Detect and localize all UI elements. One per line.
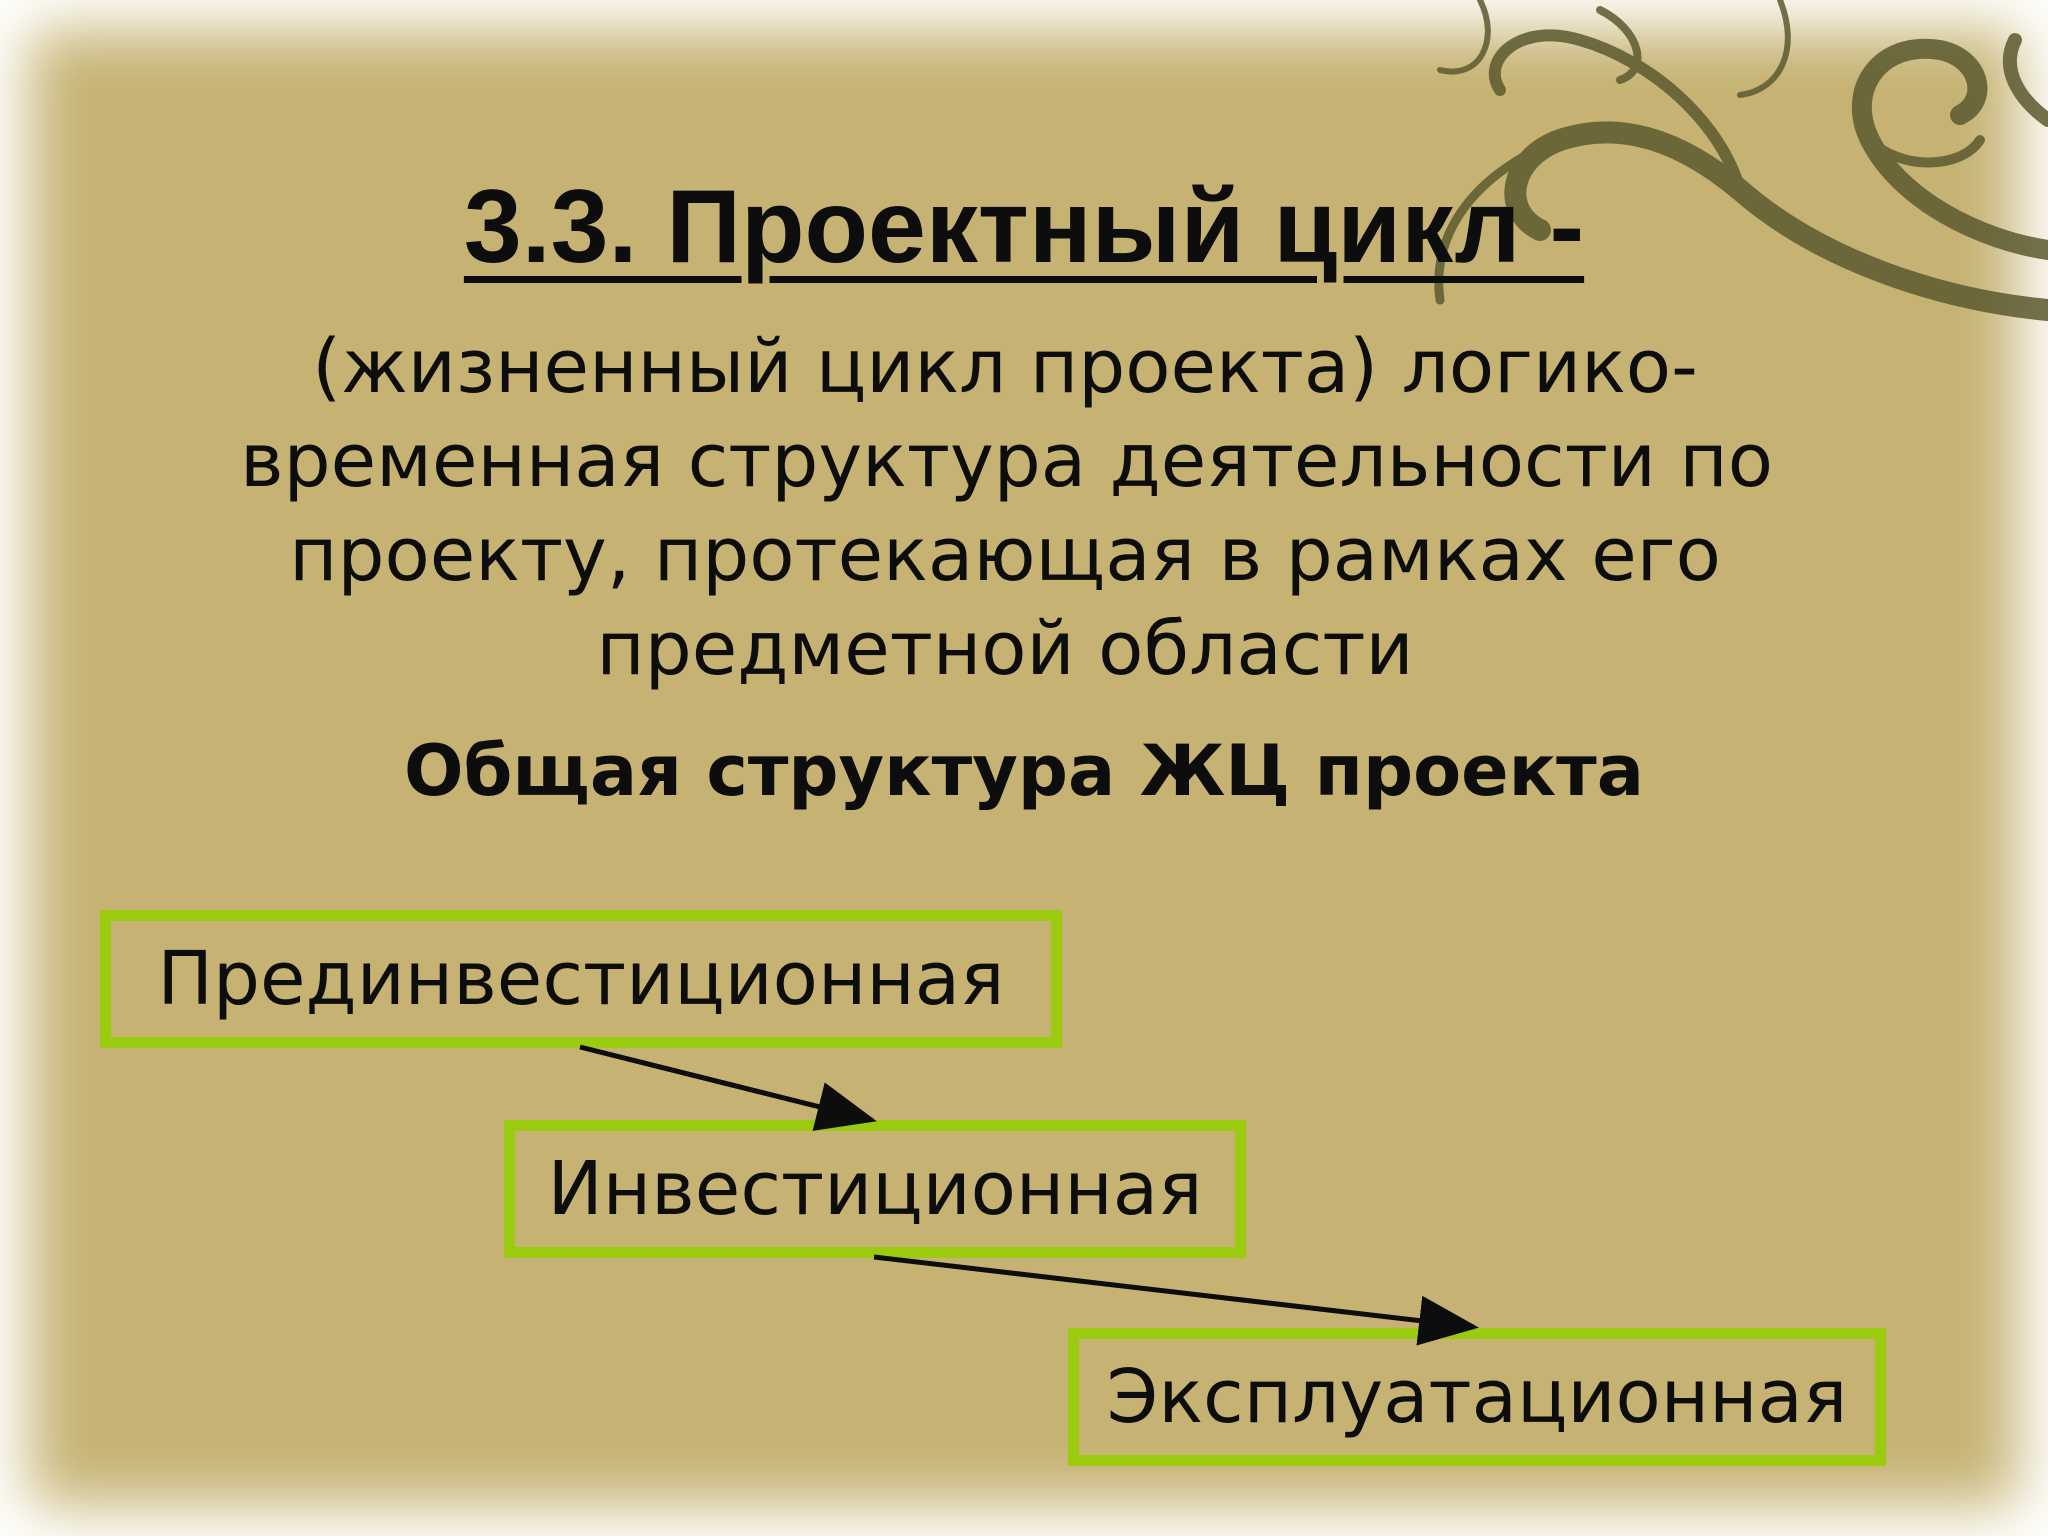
phase-label: Эксплуатационная (1106, 1354, 1848, 1440)
phase-label: Прединвестиционная (157, 936, 1005, 1022)
phase-box-operational: Эксплуатационная (1068, 1328, 1886, 1466)
arrow-investment-to-operational (873, 1254, 1479, 1346)
definition-line: (жизненный цикл проекта) логико- (312, 324, 1698, 410)
definition-text: (жизненный цикл проекта) логико- временн… (240, 320, 1774, 696)
phase-box-preinvestment: Прединвестиционная (100, 910, 1062, 1048)
definition-line: предметной области (596, 606, 1414, 692)
phase-box-investment: Инвестиционная (504, 1120, 1246, 1258)
definition-line: временная структура деятельности по (240, 418, 1774, 504)
slide-title: 3.3. Проектный цикл - (463, 169, 1585, 285)
section-subtitle: Общая структура ЖЦ проекта (404, 730, 1644, 812)
phase-label: Инвестиционная (547, 1146, 1203, 1232)
decorative-swirl-ornament (1434, 0, 2048, 321)
arrow-preinvestment-to-investment (579, 1044, 877, 1131)
definition-line: проекту, протекающая в рамках его (289, 512, 1721, 598)
